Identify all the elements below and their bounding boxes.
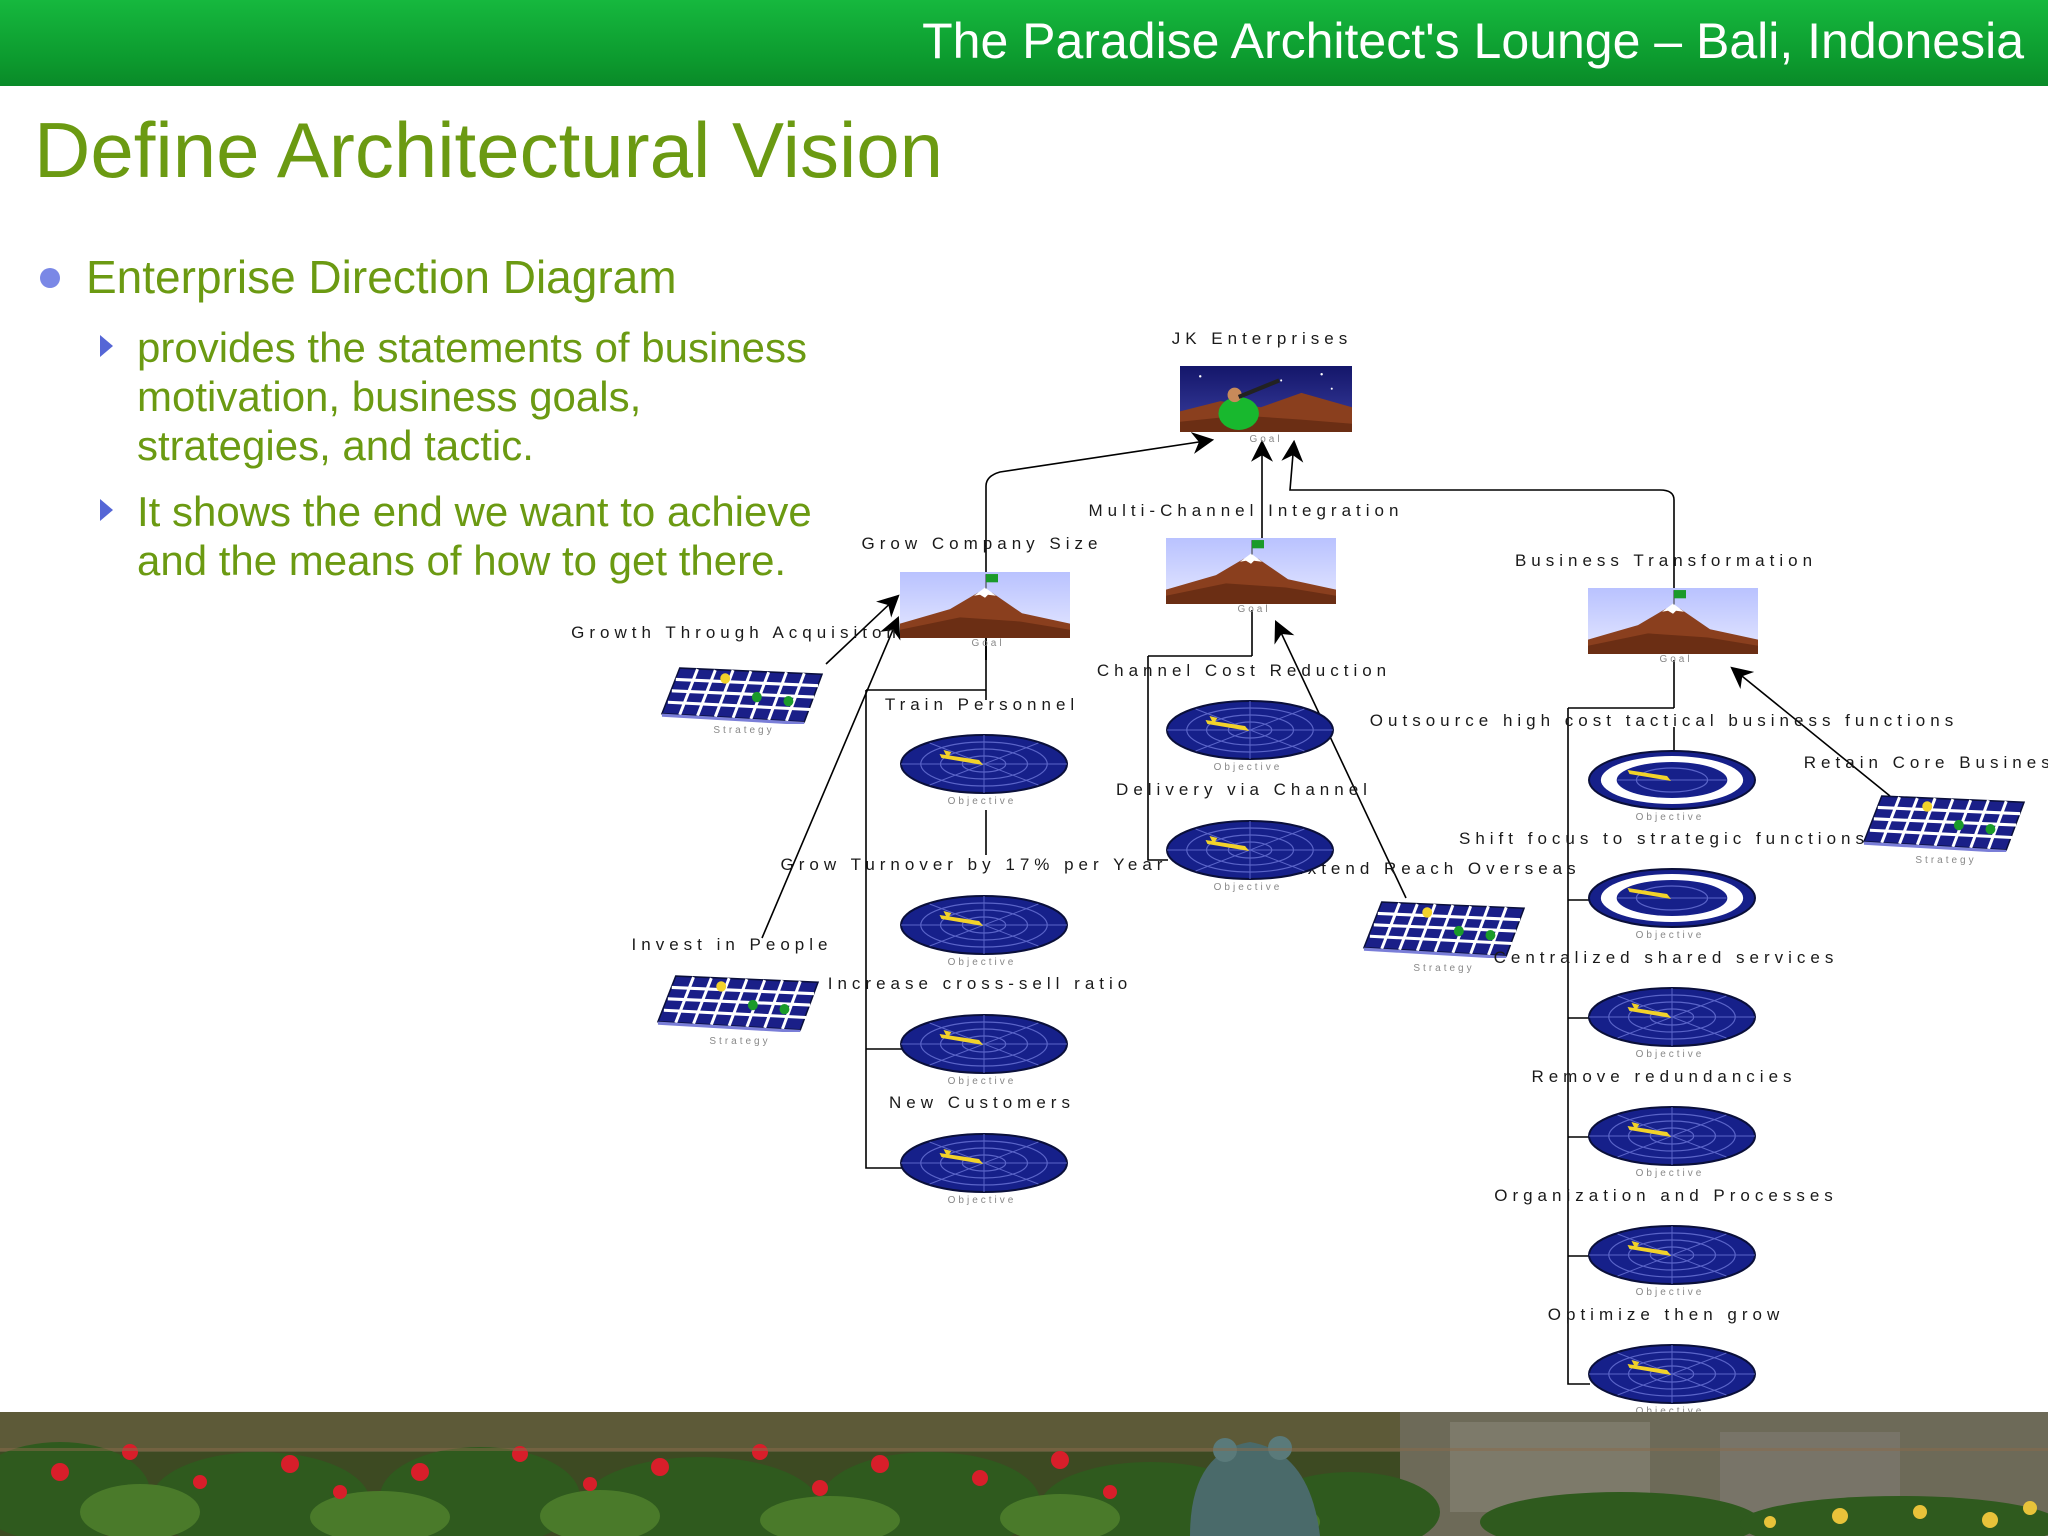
objective-target-icon — [1588, 1106, 1756, 1166]
objective-label: Train Personnel — [885, 695, 1079, 714]
root-label: JK Enterprises — [1172, 329, 1353, 348]
strategy-caption-4: Strategy — [1915, 855, 1976, 866]
goal-label-2: Multi-Channel Integration — [1089, 501, 1404, 520]
objective-label: New Customers — [889, 1093, 1075, 1112]
objective-caption: Objective — [1214, 762, 1283, 773]
objective-target-icon — [900, 1133, 1068, 1193]
goal-mountain-icon — [1588, 588, 1758, 654]
strategy-label-3: Extend Reach Overseas — [1291, 859, 1580, 878]
objective-label: Shift focus to strategic functions — [1459, 829, 1869, 848]
objective-label: Remove redundancies — [1531, 1067, 1796, 1086]
goal-mountain-icon — [900, 572, 1070, 638]
strategy-chessboard-icon — [660, 666, 824, 724]
objective-caption: Objective — [1636, 930, 1705, 941]
header-bar: The Paradise Architect's Lounge – Bali, … — [0, 0, 2048, 86]
objective-target-icon — [1166, 700, 1334, 760]
objective-caption: Objective — [1636, 812, 1705, 823]
goal-caption-2: Goal — [1237, 604, 1270, 615]
triangle-bullet-icon — [100, 499, 113, 521]
goal-label-1: Grow Company Size — [862, 534, 1103, 553]
strategy-caption-2: Strategy — [709, 1036, 770, 1047]
objective-caption: Objective — [1214, 882, 1283, 893]
connector-lines — [761, 432, 1891, 1385]
strategy-label-2: Invest in People — [632, 935, 833, 954]
strategy-label-4: Retain Core Business — [1804, 753, 2048, 772]
objective-caption: Objective — [1636, 1049, 1705, 1060]
goal-mountain-icon — [1166, 538, 1336, 604]
bottom-garden-photo — [0, 1412, 2048, 1536]
objective-label: Outsource high cost tactical business fu… — [1370, 711, 1958, 730]
strategy-chessboard-icon — [656, 974, 820, 1032]
strategy-caption-1: Strategy — [713, 725, 774, 736]
triangle-bullet-icon — [100, 335, 113, 357]
root-caption: Goal — [1249, 434, 1282, 445]
strategy-label-1: Growth Through Acquisiton — [571, 623, 901, 642]
objective-caption: Objective — [1636, 1406, 1705, 1417]
header-title: The Paradise Architect's Lounge – Bali, … — [922, 13, 2024, 69]
objective-target-icon — [1588, 1344, 1756, 1404]
objective-target-icon — [1588, 868, 1756, 928]
goal-caption-3: Goal — [1659, 654, 1692, 665]
objective-label: Increase cross-sell ratio — [828, 974, 1133, 993]
objective-target-icon — [1166, 820, 1334, 880]
objective-label: Organization and Processes — [1494, 1186, 1838, 1205]
objective-label: Delivery via Channel — [1116, 780, 1372, 799]
goal-caption-1: Goal — [971, 638, 1004, 649]
objective-target-icon — [1588, 987, 1756, 1047]
garden-photo-image — [0, 1412, 2048, 1536]
objective-caption: Objective — [1636, 1287, 1705, 1298]
main-bullet-text: Enterprise Direction Diagram — [86, 251, 677, 303]
objective-caption: Objective — [1636, 1168, 1705, 1179]
objective-caption: Objective — [948, 1076, 1017, 1087]
strategy-caption-3: Strategy — [1413, 963, 1474, 974]
sub-bullet-text-2: It shows the end we want to achieve and … — [137, 488, 812, 584]
objective-label: Channel Cost Reduction — [1097, 661, 1391, 680]
objective-label: Optimize then grow — [1548, 1305, 1784, 1324]
enterprise-direction-diagram: JK Enterprises Goal Grow Company Size Go… — [571, 329, 2048, 1417]
goal-label-3: Business Transformation — [1515, 551, 1817, 570]
root-goal-icon — [1180, 366, 1352, 432]
objective-caption: Objective — [948, 957, 1017, 968]
sub-bullet-text-1: provides the statements of business moti… — [137, 324, 808, 469]
strategy-chessboard-icon — [1862, 794, 2026, 852]
objective-target-icon — [900, 895, 1068, 955]
objective-target-icon — [1588, 1225, 1756, 1285]
slide-title: Define Architectural Vision — [34, 106, 944, 194]
objective-target-icon — [900, 1014, 1068, 1074]
objective-caption: Objective — [948, 796, 1017, 807]
objective-target-icon — [1588, 750, 1756, 810]
objective-target-icon — [900, 734, 1068, 794]
objective-label: Centralized shared services — [1494, 948, 1839, 967]
objective-label: Grow Turnover by 17% per Year — [781, 855, 1168, 874]
bullet-dot-icon — [40, 268, 60, 288]
objective-caption: Objective — [948, 1195, 1017, 1206]
